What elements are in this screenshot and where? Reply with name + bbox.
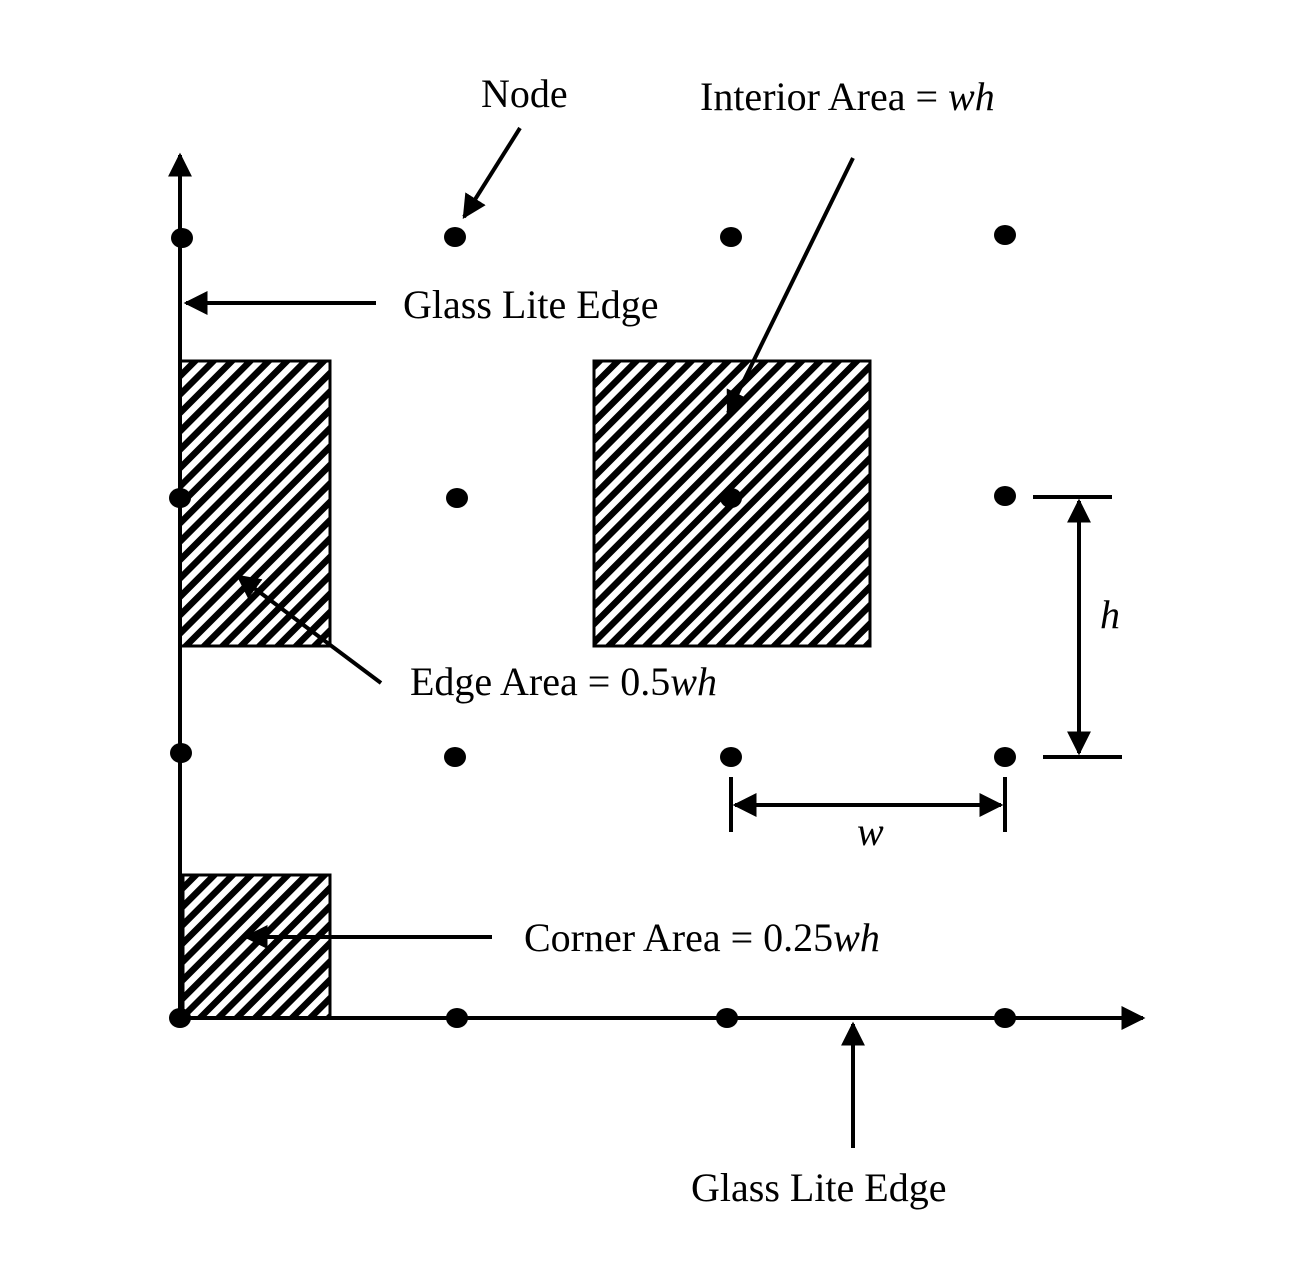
corner-area-label-var: wh <box>833 915 880 960</box>
node-point <box>169 1008 191 1028</box>
corner-area-region <box>181 873 332 1020</box>
node-point <box>994 1008 1016 1028</box>
w-dimension-label: w <box>857 809 884 854</box>
edge-area-label: Edge Area = 0.5wh <box>410 659 717 704</box>
corner-area-label-prefix: Corner Area = 0.25 <box>524 915 833 960</box>
edge-area-leader-arrow <box>236 574 383 685</box>
interior-leader-arrow <box>726 157 855 416</box>
node-point <box>171 228 193 248</box>
node-leader-arrow <box>462 126 522 220</box>
node-point <box>720 488 742 508</box>
node-point <box>720 747 742 767</box>
edge-area-label-prefix: Edge Area = 0.5 <box>410 659 670 704</box>
node-point <box>444 227 466 247</box>
node-point <box>444 747 466 767</box>
edge-area-region <box>178 359 332 648</box>
node-point <box>169 488 191 508</box>
node-point <box>446 488 468 508</box>
node-point <box>994 486 1016 506</box>
edge-area-label-var: wh <box>670 659 717 704</box>
node-label: Node <box>481 71 568 116</box>
node-point <box>994 747 1016 767</box>
node-point <box>716 1008 738 1028</box>
interior-area-label: Interior Area = wh <box>700 74 995 119</box>
glass-lite-edge-bottom-label: Glass Lite Edge <box>691 1165 947 1210</box>
corner-area-label: Corner Area = 0.25wh <box>524 915 880 960</box>
interior-area-label-prefix: Interior Area = <box>700 74 948 119</box>
h-dimension-label: h <box>1100 592 1120 637</box>
node-point <box>720 227 742 247</box>
node-grid <box>169 225 1016 1028</box>
node-point <box>170 743 192 763</box>
node-point <box>446 1008 468 1028</box>
glass-lite-edge-left-label: Glass Lite Edge <box>403 282 659 327</box>
node-point <box>994 225 1016 245</box>
interior-area-label-var: wh <box>948 74 995 119</box>
